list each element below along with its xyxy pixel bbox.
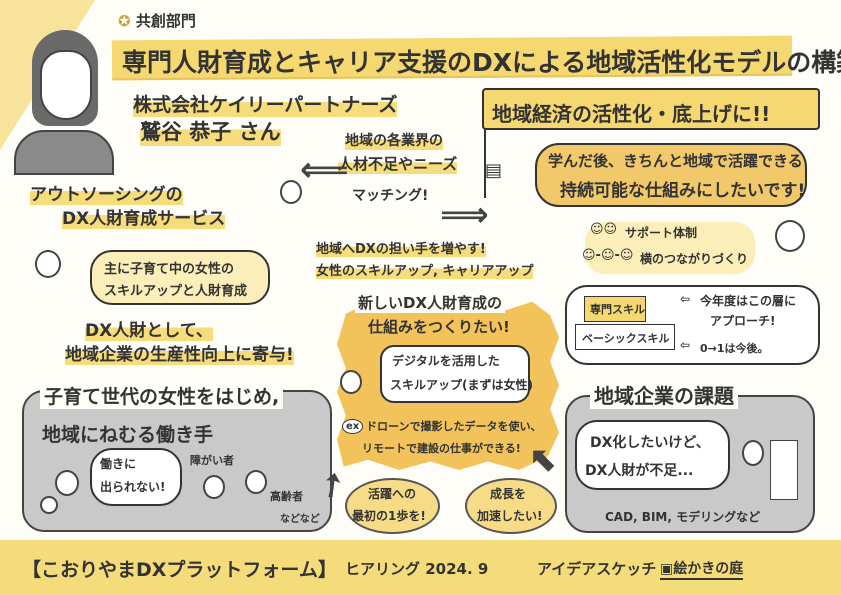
future-label: 0→1は今後。	[700, 342, 769, 355]
issues-bubble	[575, 420, 730, 490]
specialist-layer	[584, 296, 646, 322]
department-label: ✪ 共創部門	[118, 10, 196, 31]
hearing-date: ヒアリング 2024. 9	[345, 560, 489, 578]
goal-banner	[482, 88, 820, 130]
matching-label: マッチング!	[352, 188, 429, 204]
service-bubble-line: スキルアップと人財育成	[104, 284, 248, 299]
center-box-line: スキルアップ(まずは女性)	[390, 378, 533, 392]
example-badge: ex	[342, 419, 364, 434]
growth-line: 加速したい!	[477, 509, 543, 523]
workers-bubble-line: 働きに	[100, 457, 137, 471]
needs-line: 地域の各業界の	[345, 130, 443, 150]
people-icon: ☺☺	[590, 222, 618, 237]
center-title: 仕組みをつくりたい!	[368, 318, 510, 336]
issues-examples: CAD, BIM, モデリングなど	[605, 510, 761, 524]
department-text: 共創部門	[135, 12, 196, 30]
example-line: ドローンで撮影したデータを使い、	[366, 420, 542, 433]
worker-figure	[742, 440, 764, 466]
center-box-line: デジタルを活用した	[392, 354, 500, 368]
company-name: 株式会社ケイリーパートナーズ	[133, 90, 398, 117]
service-bubble-line: 主に子育て中の女性の	[104, 262, 235, 277]
first-step-line: 活躍への	[368, 487, 417, 501]
workers-bubble-line: 出られない!	[100, 480, 166, 494]
platform-name: 【こおりやまDXプラットフォーム】	[22, 559, 337, 581]
woman-laptop-figure	[340, 370, 362, 394]
first-step-line: 最初の1歩を!	[352, 509, 426, 523]
footer-bar	[0, 540, 841, 595]
issues-title: 地域企業の課題	[590, 380, 738, 409]
sketch-label: アイデアスケッチ	[537, 560, 657, 578]
result-line: 女性のスキルアップ, キャリアアップ	[316, 260, 534, 279]
contribution-line: 地域企業の生産性向上に寄与!	[65, 340, 294, 365]
arrow-right-icon: ⟹	[440, 195, 489, 235]
service-title: アウトソーシングの	[30, 180, 183, 205]
workers-bubble	[90, 448, 182, 506]
arrow-up-icon: ⬉	[530, 440, 559, 480]
goal-speech-bubble	[535, 143, 807, 207]
arrow-left-icon: ⇦	[680, 292, 691, 306]
center-box	[380, 345, 530, 403]
service-bubble	[90, 250, 270, 305]
mother-figure	[55, 470, 79, 496]
goal-text: 地域経済の活性化・底上げに!!	[492, 102, 771, 126]
people-chain-icon: ☺-☺-☺	[582, 248, 634, 263]
specialist-label: 専門スキル	[590, 303, 645, 316]
issues-bubble-line: DX化したいけど、	[590, 435, 710, 451]
goal-speech-line: 学んだ後、きちんと地域で活躍できる	[548, 152, 803, 170]
network-label: 横のつながりづくり	[640, 252, 749, 266]
issues-bubble-line: DX人財が不足...	[585, 463, 694, 479]
speaker-portrait	[14, 30, 114, 175]
logo-icon: ▣	[660, 561, 674, 577]
arrow-left-icon: ⇦	[680, 338, 691, 352]
woman-figure	[35, 250, 61, 278]
flag-pole	[484, 128, 486, 198]
needs-line: 人材不足やニーズ	[338, 153, 458, 174]
speaker-name: 鷲谷 恭子 さん	[140, 116, 281, 146]
workers-title: 地域にねむる働き手	[42, 424, 214, 446]
support-area	[585, 222, 755, 274]
approach-line: 今年度はこの層に	[700, 294, 797, 308]
support-label: サポート体制	[625, 226, 698, 240]
page-title: 専門人財育成とキャリア支援のDXによる地域活性化モデルの構築	[122, 48, 841, 77]
arrow-left-icon: ⟸	[300, 150, 349, 190]
etc-label: などなど	[280, 514, 320, 525]
logo-text: 絵かきの庭	[673, 561, 744, 577]
workers-title: 子育て世代の女性をはじめ,	[40, 382, 284, 409]
growth-circle	[465, 478, 557, 534]
result-line: 地域へDXの担い手を増やす!	[316, 238, 486, 257]
center-title: 新しいDX人財育成の	[355, 292, 506, 313]
elderly-label: 高齢者	[270, 490, 303, 503]
building-icon	[770, 440, 798, 500]
basic-layer	[575, 324, 675, 350]
documents-icon: ▤	[485, 160, 503, 181]
award-icon: ✪	[118, 12, 131, 30]
person-figure	[203, 475, 225, 499]
approach-line: アプローチ!	[710, 314, 776, 328]
first-step-circle	[345, 478, 440, 534]
contribution-line: DX人財として、	[85, 316, 213, 341]
baby-figure	[40, 496, 58, 514]
logo: ▣絵かきの庭	[660, 558, 744, 580]
woman-figure	[775, 220, 805, 252]
elderly-figure	[245, 470, 267, 494]
example-line: リモートで建設の仕事ができる!	[362, 442, 521, 455]
growth-line: 成長を	[490, 487, 527, 501]
goal-speech-line: 持続可能な仕組みにしたいです!	[560, 181, 806, 201]
disabled-label: 障がい者	[190, 454, 234, 467]
basic-label: ベーシックスキル	[582, 332, 670, 345]
woman-figure	[280, 180, 302, 204]
service-title: DX人財育成サービス	[62, 204, 226, 229]
